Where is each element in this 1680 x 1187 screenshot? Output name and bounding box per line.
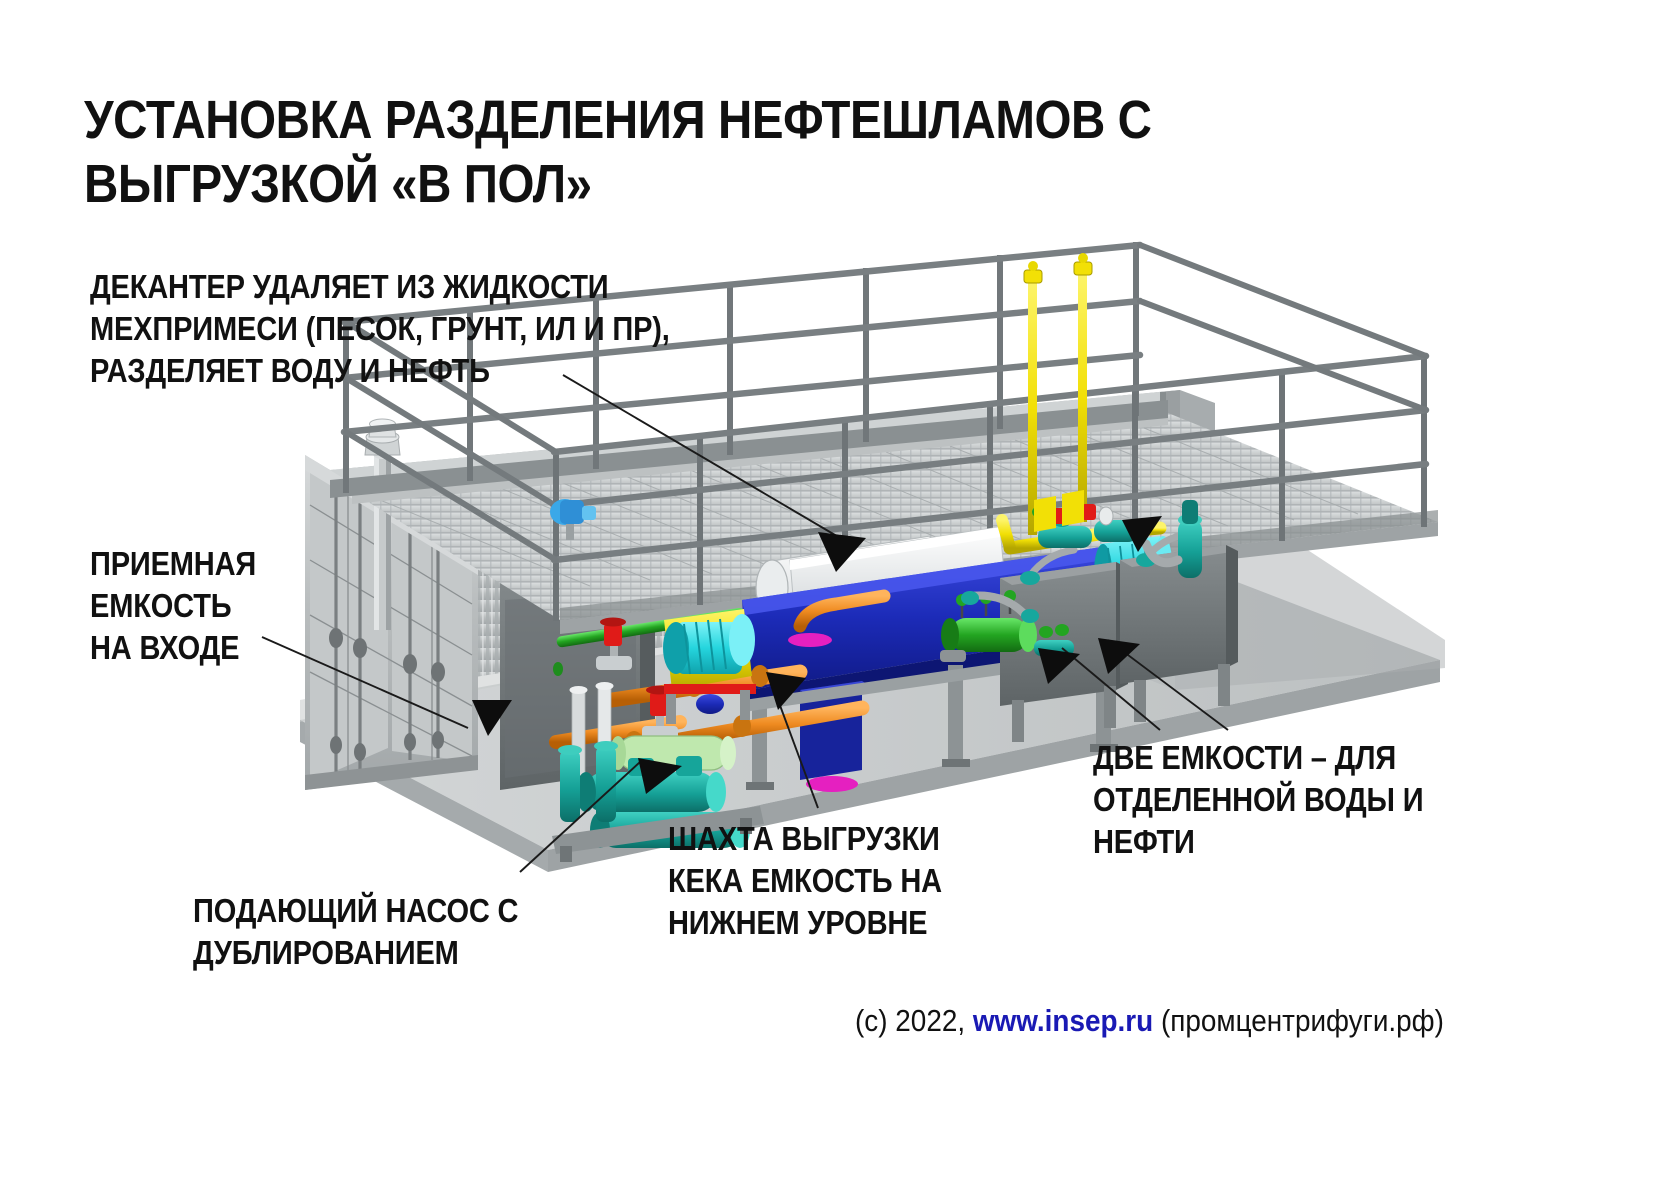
callout-arrows bbox=[472, 516, 1162, 794]
arrow-decanter bbox=[818, 532, 866, 572]
arrow-cake-shaft bbox=[766, 672, 806, 710]
footer-credit: (c) 2022, www.insep.ru (промцентрифуги.р… bbox=[855, 1002, 1444, 1040]
annotation-feed-pump: ПОДАЮЩИЙ НАСОС С ДУБЛИРОВАНИЕМ bbox=[193, 892, 519, 971]
page-title: УСТАНОВКА РАЗДЕЛЕНИЯ НЕФТЕШЛАМОВ С ВЫГРУ… bbox=[84, 90, 1152, 214]
level-sensor-masts bbox=[1023, 253, 1093, 535]
container-left-end bbox=[305, 455, 478, 790]
deck-blower bbox=[550, 499, 596, 540]
arrow-feed-pump bbox=[638, 758, 682, 794]
annotation-cake-discharge-shaft: ШАХТА ВЫГРУЗКИ КЕКА ЕМКОСТЬ НА НИЖНЕМ УР… bbox=[668, 820, 942, 941]
arrow-decanter-cone bbox=[1122, 516, 1162, 552]
drive-motor-yellow-frame bbox=[663, 609, 756, 724]
arrow-intake-tank bbox=[472, 700, 512, 736]
annotation-decanter: ДЕКАНТЕР УДАЛЯЕТ ИЗ ЖИДКОСТИ МЕХПРИМЕСИ … bbox=[90, 268, 670, 389]
submersible-pump bbox=[1141, 500, 1202, 578]
website-link[interactable]: www.insep.ru bbox=[972, 1003, 1154, 1038]
annotation-intake-tank: ПРИЕМНАЯ ЕМКОСТЬ НА ВХОДЕ bbox=[90, 545, 257, 666]
interconnect-piping bbox=[961, 591, 1039, 623]
valve-red bbox=[596, 617, 632, 670]
arrow-tank-a bbox=[1038, 648, 1080, 684]
annotation-two-tanks: ДВЕ ЕМКОСТИ – ДЛЯ ОТДЕЛЕННОЙ ВОДЫ И НЕФТ… bbox=[1093, 739, 1424, 860]
footer-suffix: (промцентрифуги.рф) bbox=[1153, 1003, 1444, 1038]
arrow-tank-b bbox=[1098, 638, 1140, 674]
feed-pumps bbox=[552, 741, 764, 862]
copyright-text: (c) 2022, bbox=[855, 1003, 973, 1038]
